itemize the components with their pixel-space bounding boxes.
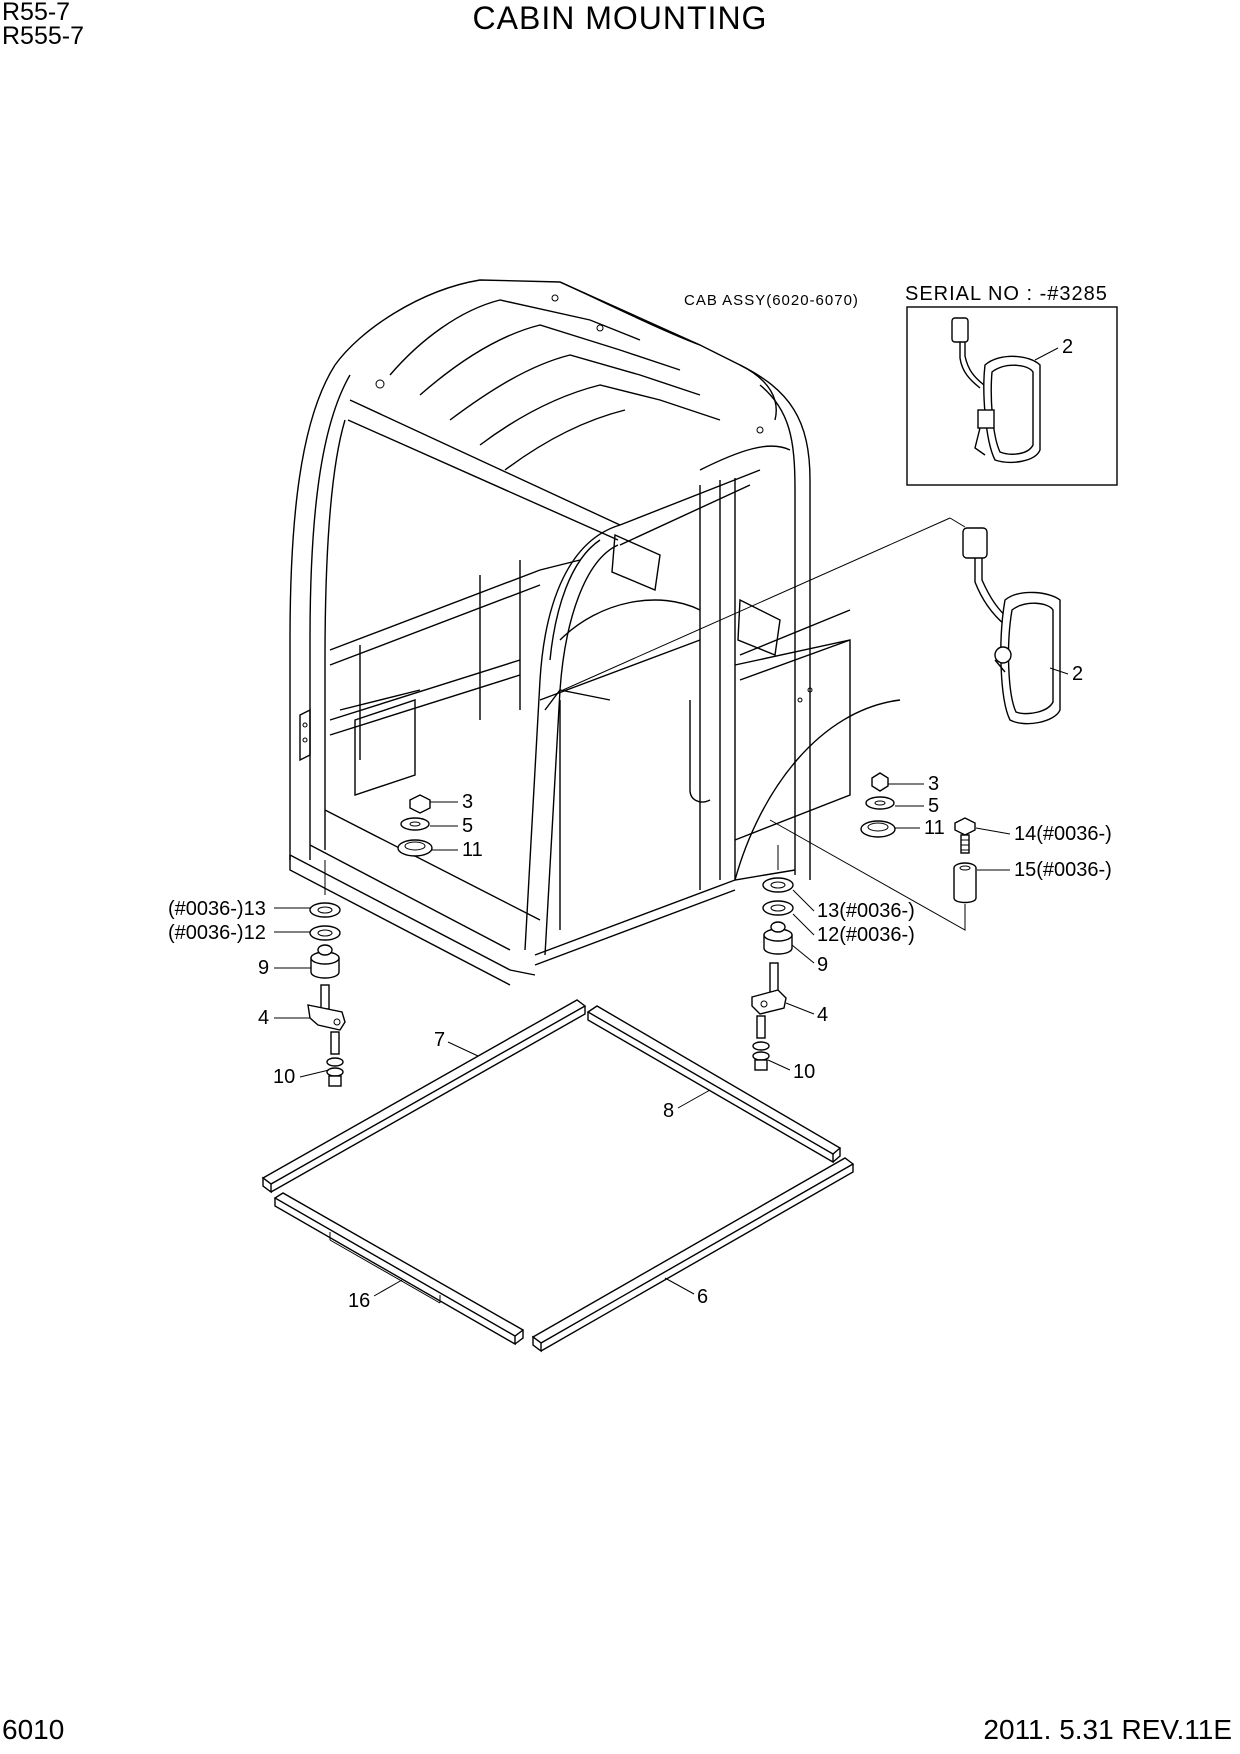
callout-left-nut: 3 <box>462 791 473 813</box>
left-upper-mount <box>397 794 433 857</box>
callout-seal-8: 8 <box>663 1100 674 1122</box>
callout-right-plate: 11 <box>924 817 945 839</box>
callout-mirror: 2 <box>1072 663 1083 685</box>
callout-right-washer: 5 <box>928 795 939 817</box>
page-number: 6010 <box>2 1714 65 1745</box>
callout-seal-6: 6 <box>697 1286 708 1308</box>
callout-right-mount: 9 <box>817 954 828 976</box>
callout-spacer-15: 15(#0036-) <box>1014 859 1112 881</box>
callout-left-washer: 5 <box>462 815 473 837</box>
callout-right-13: 13(#0036-) <box>817 900 915 922</box>
spacer-15-drawing <box>953 862 977 904</box>
callout-left-12: (#0036-)12 <box>168 922 266 944</box>
left-lower-mount <box>307 860 346 1087</box>
seal-strips <box>261 999 855 1353</box>
inset-mirror-drawing <box>951 317 1041 463</box>
callout-left-13: (#0036-)13 <box>168 898 266 920</box>
callout-seal-7: 7 <box>434 1029 445 1051</box>
callout-seal-16: 16 <box>348 1290 370 1312</box>
callout-bolt-14: 14(#0036-) <box>1014 823 1112 845</box>
cab-assy-label: CAB ASSY(6020-6070) <box>684 292 859 309</box>
inset-serial-label: SERIAL NO : -#3285 <box>905 283 1108 305</box>
cab-assembly-drawing <box>289 279 901 986</box>
callout-left-bracket: 4 <box>258 1007 269 1029</box>
callout-left-bolt: 10 <box>273 1066 295 1088</box>
callout-left-plate: 11 <box>462 839 483 861</box>
mirror-drawing <box>562 517 1061 725</box>
revision-date: 2011. 5.31 REV.11E <box>983 1714 1232 1745</box>
serial-inset: SERIAL NO : -#3285 2 <box>905 283 1118 486</box>
callout-right-12: 12(#0036-) <box>817 924 915 946</box>
model-number-1: R55-7 <box>2 0 71 26</box>
right-lower-mount <box>751 845 794 1071</box>
callout-right-bolt: 10 <box>793 1061 815 1083</box>
callout-right-nut: 3 <box>928 773 939 795</box>
callout-right-bracket: 4 <box>817 1004 828 1026</box>
page-title: CABIN MOUNTING <box>472 0 768 36</box>
right-upper-mount <box>860 772 896 838</box>
callout-left-mount: 9 <box>258 957 269 979</box>
bolt-14-drawing <box>954 817 976 854</box>
callout-inset-mirror: 2 <box>1062 336 1073 358</box>
model-number-2: R555-7 <box>2 22 84 50</box>
